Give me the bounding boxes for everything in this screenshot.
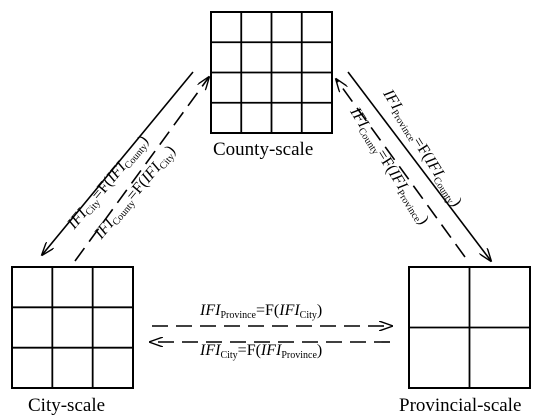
city-label: City-scale bbox=[28, 395, 106, 416]
equation-city-from-province: IFICity=F(IFIProvince) bbox=[200, 342, 323, 361]
county-grid bbox=[210, 11, 333, 134]
city-grid bbox=[11, 266, 134, 389]
arrow-province-to-county bbox=[336, 79, 466, 258]
county-label: County-scale bbox=[213, 139, 314, 160]
equation-province-from-city: IFIProvince=F(IFICity) bbox=[200, 302, 323, 321]
arrow-county-to-city bbox=[42, 71, 194, 255]
province-label: Provincial-scale bbox=[399, 395, 522, 416]
province-grid bbox=[408, 266, 531, 389]
arrow-city-to-county bbox=[74, 77, 209, 262]
arrow-county-to-province bbox=[347, 71, 491, 261]
